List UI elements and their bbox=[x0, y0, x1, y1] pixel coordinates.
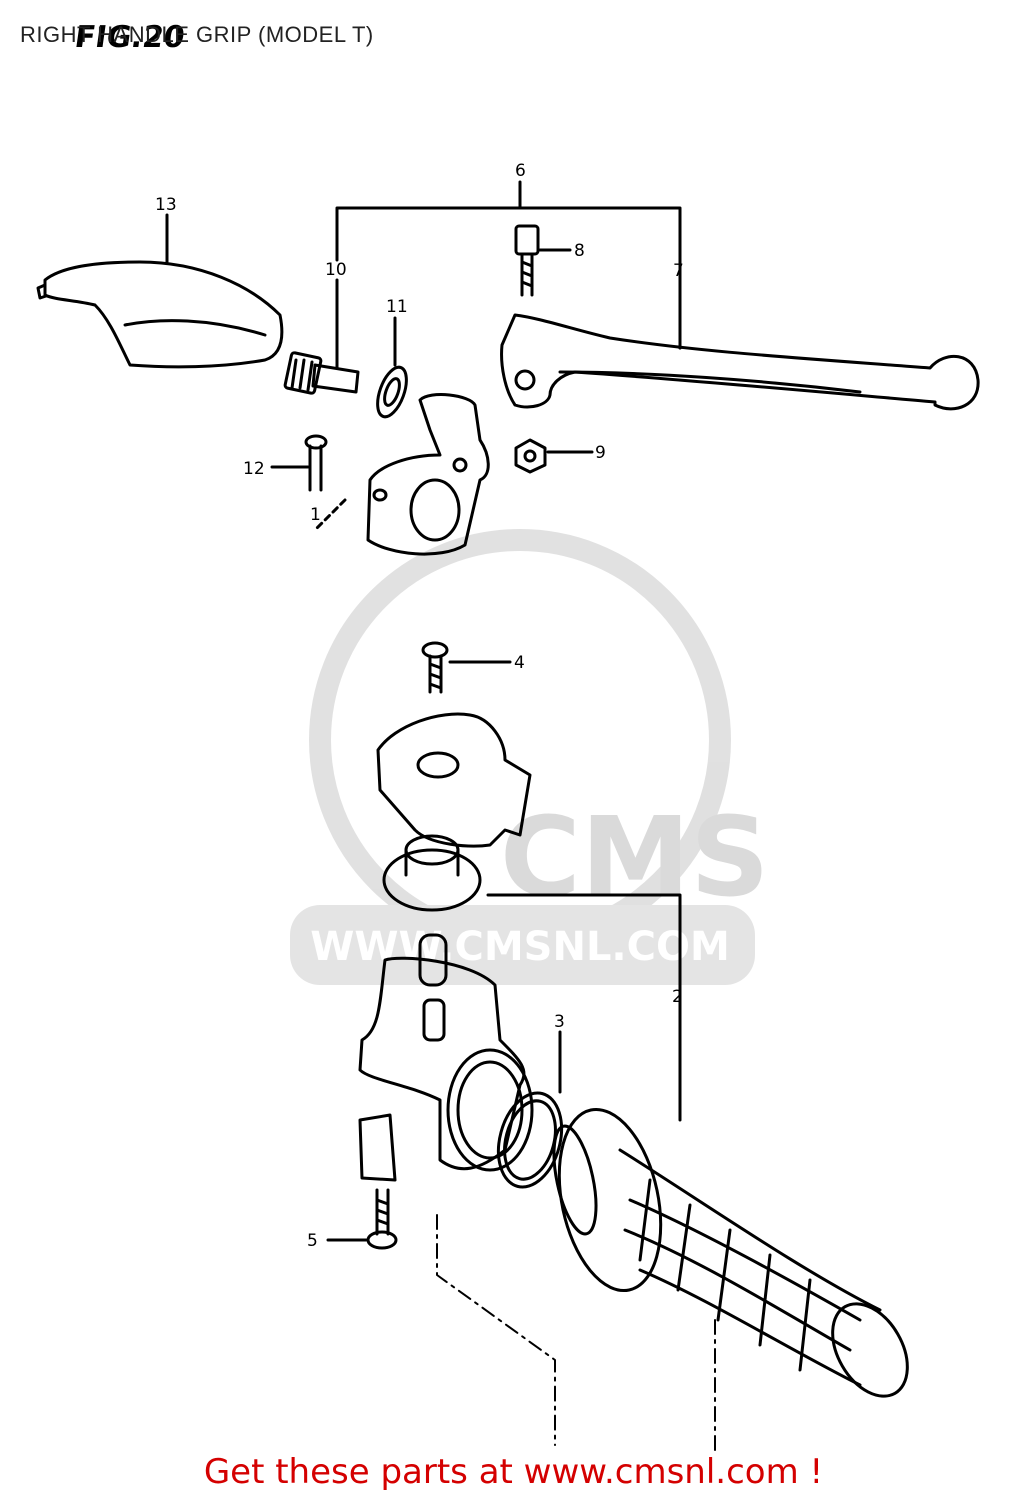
callout-13: 13 bbox=[155, 195, 177, 215]
watermark-url: WWW.CMSNL.COM bbox=[310, 924, 730, 970]
callout-1: 1 bbox=[310, 505, 321, 525]
part-12-screw bbox=[304, 434, 328, 492]
handle-grip bbox=[552, 1107, 909, 1398]
footer-link[interactable]: Get these parts at www.cmsnl.com ! bbox=[203, 1452, 824, 1492]
part-1-lever-holder bbox=[313, 393, 490, 556]
callout-7: 7 bbox=[673, 261, 684, 281]
diagram-title: RIGHT HANDLE GRIP (MODEL T) bbox=[20, 22, 374, 47]
part-8-bolt bbox=[514, 224, 540, 297]
callout-11: 11 bbox=[386, 297, 408, 317]
part-10-adjuster-bolt bbox=[283, 351, 360, 395]
callout-2: 2 bbox=[672, 987, 683, 1007]
part-2-throttle-housing bbox=[358, 712, 534, 1182]
callout-8: 8 bbox=[574, 241, 585, 261]
callouts: 13 6 8 7 10 11 12 9 1 4 2 3 5 bbox=[155, 161, 684, 1251]
part-11-nut bbox=[376, 365, 408, 419]
watermark-banner bbox=[290, 905, 755, 985]
part-4-screw bbox=[421, 641, 449, 694]
callout-4: 4 bbox=[514, 653, 525, 673]
callout-9: 9 bbox=[595, 443, 606, 463]
part-9-nut bbox=[514, 438, 547, 474]
callout-3: 3 bbox=[554, 1012, 565, 1032]
part-7-brake-lever bbox=[500, 313, 980, 411]
callout-5: 5 bbox=[307, 1231, 318, 1251]
watermark: CMS WWW.CMSNL.COM bbox=[290, 529, 769, 985]
callout-6: 6 bbox=[515, 161, 526, 181]
part-13-lever-cover bbox=[36, 260, 284, 369]
callout-10: 10 bbox=[325, 260, 347, 280]
part-5-screw bbox=[366, 1188, 398, 1250]
callout-12: 12 bbox=[243, 459, 265, 479]
watermark-brand: CMS bbox=[500, 793, 769, 921]
